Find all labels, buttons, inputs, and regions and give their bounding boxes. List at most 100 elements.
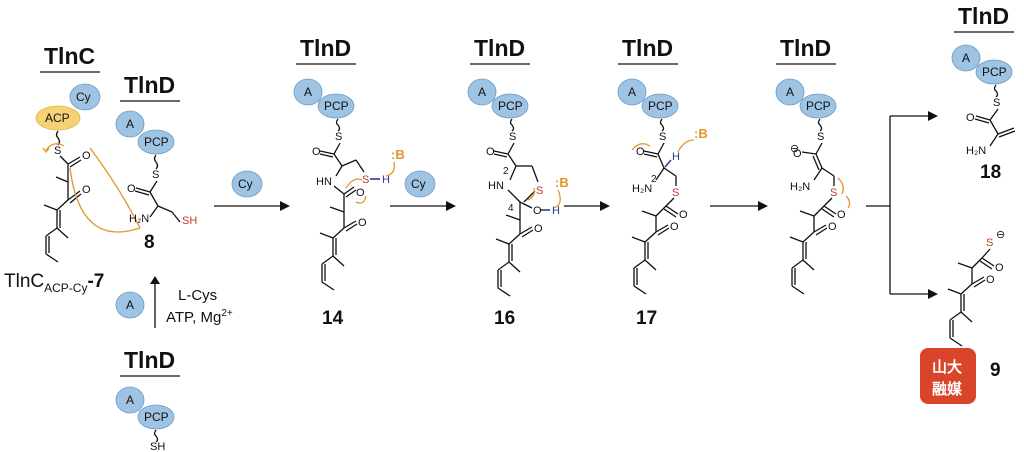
loading-step: A L-Cys ATP, Mg2+ bbox=[115, 276, 233, 328]
enol-minus: ⊖ bbox=[790, 143, 799, 155]
logo-badge bbox=[920, 348, 976, 404]
c7-carbonyl bbox=[67, 156, 81, 165]
step-cyclization-2: Cy bbox=[390, 170, 456, 211]
c14-bond bbox=[332, 255, 345, 267]
c7-curly-arrow bbox=[45, 143, 65, 151]
tlnd-title-apo: TlnD bbox=[124, 347, 175, 373]
c17-oxygen: O bbox=[636, 146, 645, 158]
enol-carbonyl bbox=[823, 205, 837, 215]
cy-catalyst-1 bbox=[231, 170, 263, 198]
c17-curly-2 bbox=[677, 139, 695, 153]
tlnd-title-16: TlnD bbox=[474, 35, 525, 61]
cy-catalyst-1-label: Cy bbox=[238, 177, 253, 191]
c18-methylene bbox=[997, 127, 1015, 135]
c17-bond bbox=[663, 167, 677, 177]
c16-ketone-o: O bbox=[534, 223, 543, 235]
step-arrowhead-1 bbox=[280, 201, 290, 211]
c14-bond bbox=[333, 153, 343, 167]
enol-methyl bbox=[799, 210, 815, 217]
c7-bond bbox=[56, 227, 69, 239]
c8-amine: H₂N bbox=[129, 213, 149, 225]
enol-bond bbox=[815, 142, 823, 155]
pcp-domain-18 bbox=[975, 59, 1013, 85]
c8-bond bbox=[149, 191, 159, 207]
a-domain-16 bbox=[467, 78, 497, 106]
c14-bond bbox=[355, 159, 365, 173]
a-domain-17-label: A bbox=[628, 85, 636, 99]
pcp-domain bbox=[137, 129, 175, 155]
a-domain-18-label: A bbox=[962, 51, 970, 65]
logo-line-1: 山大 bbox=[932, 358, 962, 376]
c17-ketone bbox=[657, 227, 670, 236]
tlnd-title-17: TlnD bbox=[622, 35, 673, 61]
c16-pos4: 4 bbox=[508, 203, 514, 214]
a-domain-18 bbox=[951, 44, 981, 72]
tlnd-title-18: TlnD bbox=[958, 3, 1009, 29]
c14-ketone bbox=[343, 220, 357, 229]
step-arrowhead-3 bbox=[600, 201, 610, 211]
c14-base: :B bbox=[391, 147, 405, 162]
c7-arrowhead bbox=[42, 147, 50, 154]
enol-bond bbox=[813, 167, 823, 181]
a-domain-enolate-label: A bbox=[786, 85, 794, 99]
a-domain-14-label: A bbox=[304, 85, 312, 99]
cy-catalyst-2 bbox=[404, 170, 436, 198]
linker-enolate bbox=[817, 118, 823, 132]
compound-16: TlnD A PCP S O 2 S HN 4 O H :B O bbox=[467, 35, 569, 329]
free-a-domain-label: A bbox=[126, 298, 134, 312]
enol-methyl-2 bbox=[789, 236, 804, 243]
c17-carbonyl-2 bbox=[665, 205, 679, 215]
c17-carbonyl bbox=[643, 150, 659, 155]
c8-sulfur: S bbox=[152, 169, 159, 181]
c8-oxygen: O bbox=[127, 183, 136, 195]
compound-9: S ⊖ O O 9 bbox=[947, 229, 1005, 381]
c17-bond bbox=[633, 259, 646, 269]
enol-bond bbox=[801, 151, 817, 155]
c16-bond bbox=[507, 142, 515, 155]
c17-label: 17 bbox=[636, 308, 657, 329]
step-arrowhead-2 bbox=[446, 201, 456, 211]
c8-thiol: SH bbox=[182, 215, 197, 227]
compound-14: TlnD A PCP S O S H :B HN O O bbox=[293, 35, 405, 329]
c14-amide-o: O bbox=[356, 187, 365, 199]
pcp-domain-17 bbox=[641, 93, 679, 119]
c18-bond bbox=[989, 119, 999, 135]
c14-curly-1 bbox=[385, 161, 395, 177]
c17-bond bbox=[644, 231, 657, 243]
c18-amine: H₂N bbox=[966, 145, 986, 157]
enol-double bbox=[812, 155, 820, 171]
c14-bond bbox=[321, 281, 335, 291]
c9-methyl bbox=[957, 262, 973, 269]
c14-ketone-o: O bbox=[358, 217, 367, 229]
c17-bond bbox=[633, 285, 647, 295]
c7-sulfur: S bbox=[54, 145, 61, 157]
c17-base: :B bbox=[694, 126, 708, 141]
c16-bond bbox=[508, 261, 521, 273]
c16-base: :B bbox=[555, 175, 569, 190]
enol-bond bbox=[791, 259, 804, 269]
c17-carbonyl-2 bbox=[663, 208, 677, 218]
step-elimination bbox=[710, 201, 768, 211]
c7-carbonyl bbox=[69, 159, 82, 168]
enol-ketone bbox=[813, 224, 827, 233]
c16-bond bbox=[497, 287, 511, 297]
c18-oxygen: O bbox=[966, 112, 975, 124]
linker-14 bbox=[335, 118, 341, 132]
c14-sulfur-2: S bbox=[362, 174, 369, 186]
c16-ring bbox=[523, 190, 536, 203]
compound-18: TlnD A PCP S O H₂N 18 bbox=[951, 3, 1016, 183]
c14-hydrogen: H bbox=[382, 174, 390, 186]
c7-bond bbox=[45, 253, 59, 263]
cy-domain bbox=[69, 83, 101, 111]
linker-17 bbox=[659, 118, 665, 132]
c14-nh: HN bbox=[316, 176, 332, 188]
branch-upper-head bbox=[928, 111, 938, 121]
c16-ring bbox=[531, 165, 539, 183]
enol-thioester-s: S bbox=[830, 187, 837, 199]
apo-linker bbox=[153, 429, 159, 443]
tlnc-acp-cy-7: TlnC Cy ACP S O O TlnCACP-Cy-7 bbox=[4, 43, 141, 295]
c17-methyl bbox=[641, 210, 657, 217]
c14-oxygen: O bbox=[312, 146, 321, 158]
enol-bond bbox=[802, 259, 815, 271]
